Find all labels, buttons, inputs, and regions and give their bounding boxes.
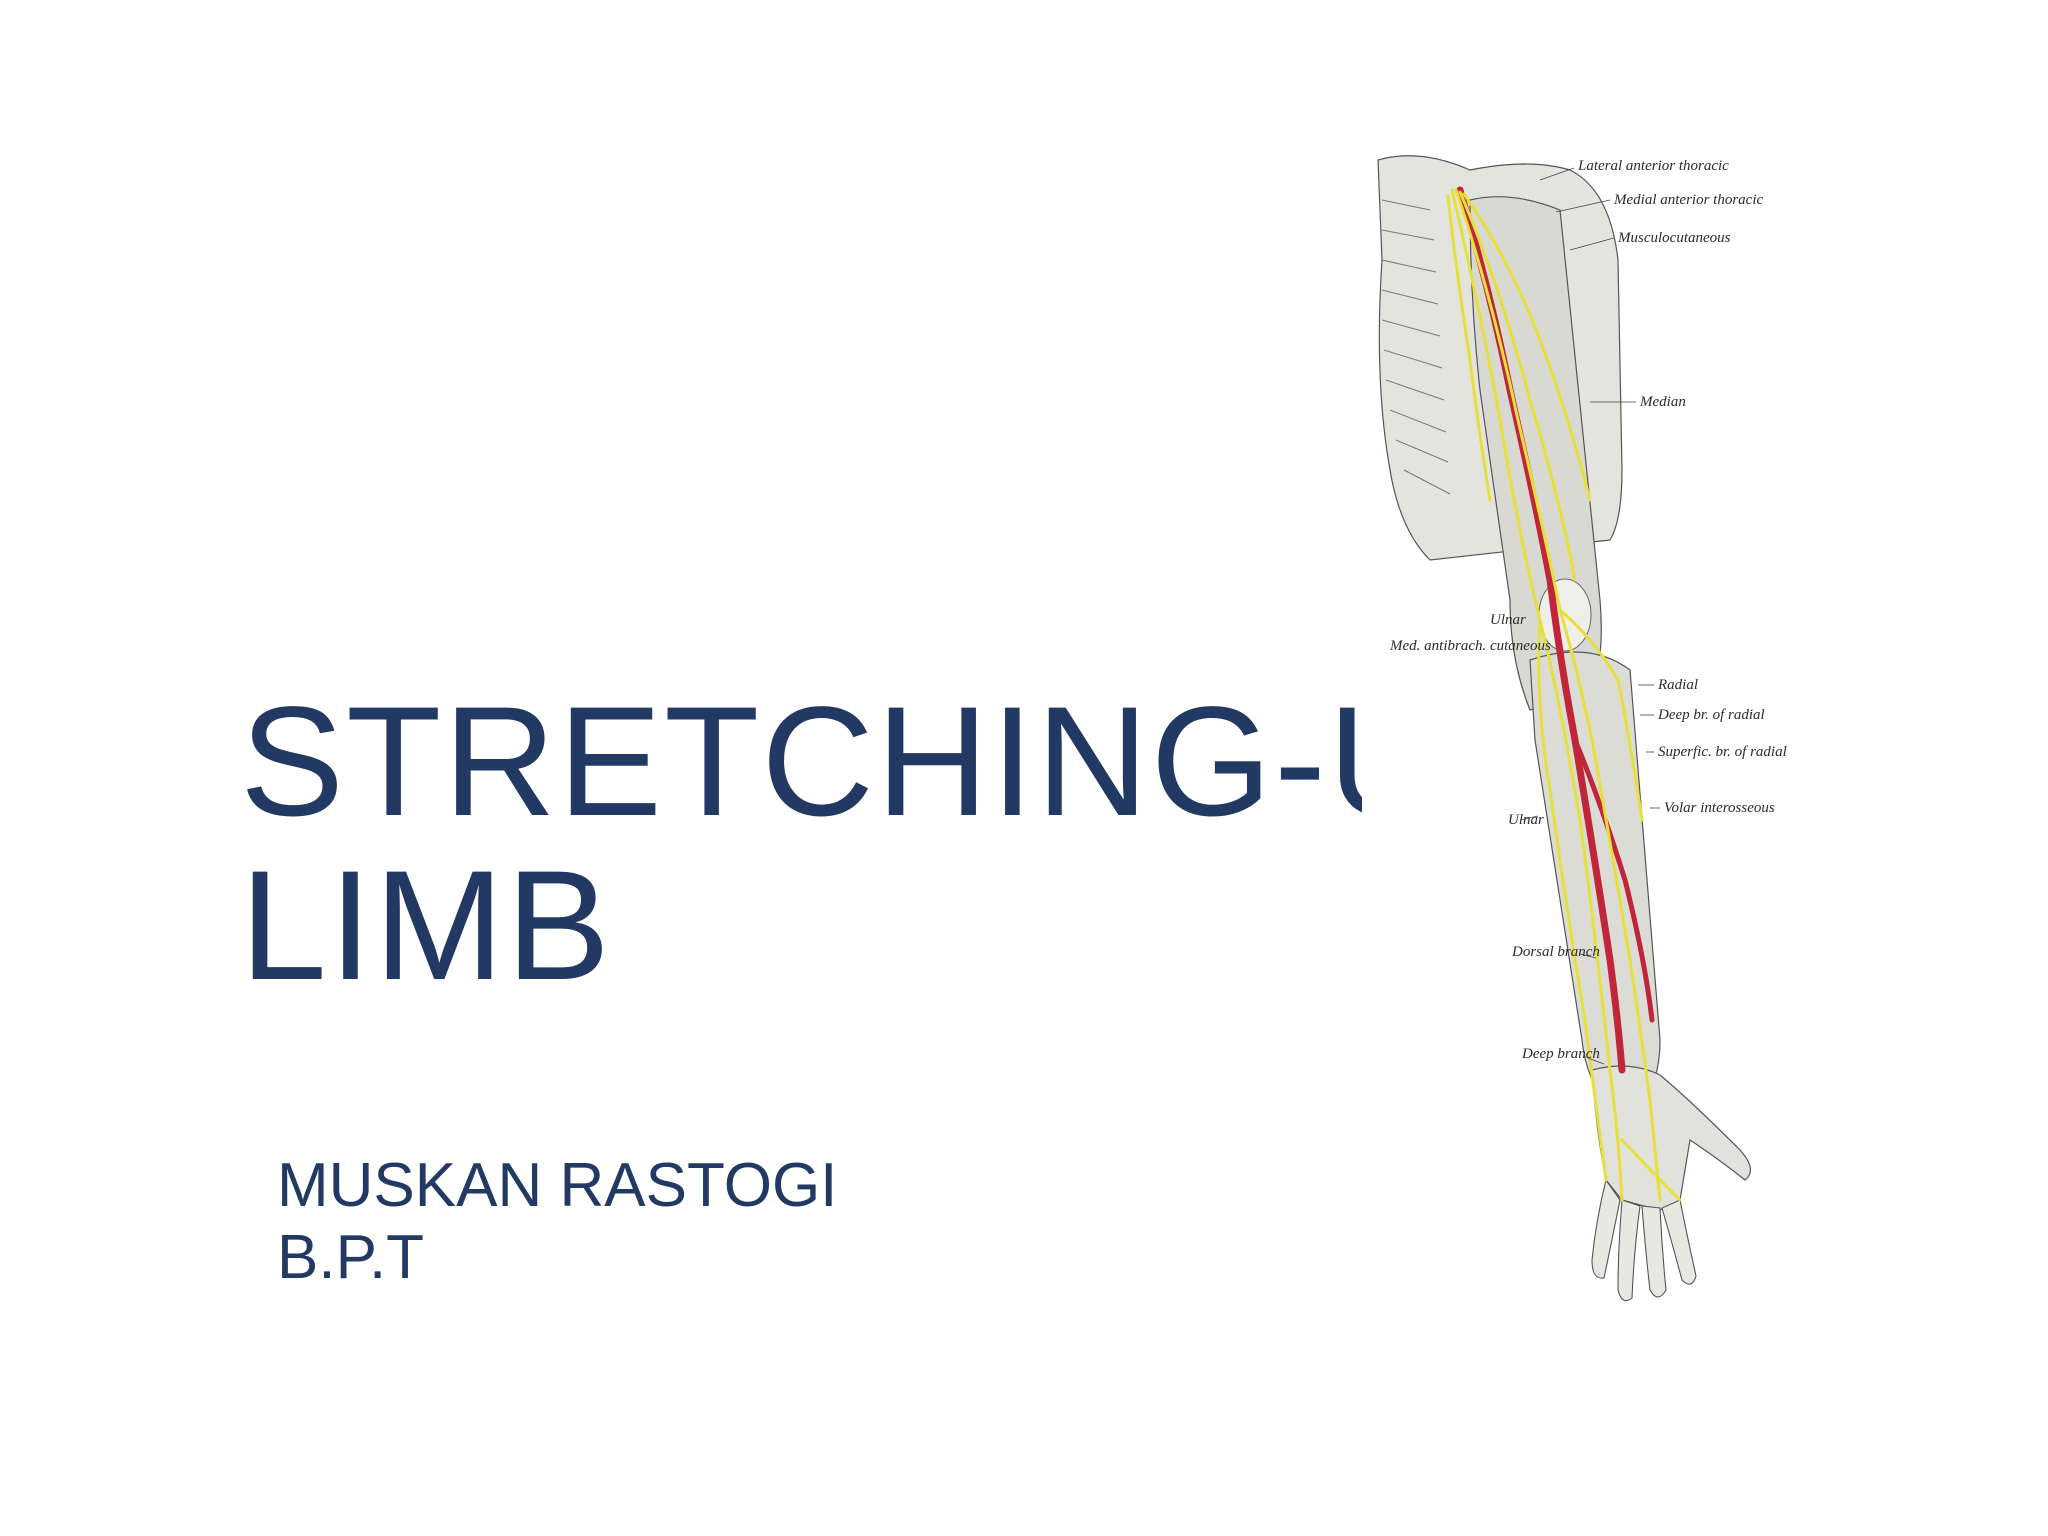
label-radial: Radial	[1657, 677, 1698, 693]
title-line-2: LIMB	[240, 839, 613, 1010]
label-lateral-anterior-thoracic: Lateral anterior thoracic	[1577, 158, 1729, 174]
label-ulnar-lower: Ulnar	[1508, 812, 1544, 828]
label-ulnar-upper: Ulnar	[1490, 612, 1526, 628]
label-med-antibrach-cutaneous: Med. antibrach. cutaneous	[1389, 638, 1551, 654]
label-musculocutaneous: Musculocutaneous	[1617, 230, 1731, 246]
slide-title: STRETCHING-UPPER LIMB	[240, 680, 1362, 1010]
label-deep-br-of-radial: Deep br. of radial	[1657, 707, 1765, 723]
label-volar-interosseous: Volar interosseous	[1664, 800, 1775, 816]
label-superfic-br-of-radial: Superfic. br. of radial	[1658, 744, 1787, 760]
slide-subtitle: MUSKAN RASTOGI B.P.T	[277, 1150, 977, 1294]
label-medial-anterior-thoracic: Medial anterior thoracic	[1613, 192, 1763, 208]
arm-nerve-anatomy-illustration: Lateral anterior thoracic Medial anterio…	[1360, 140, 1820, 1320]
arm-anatomy-drawing: Lateral anterior thoracic Medial anterio…	[1377, 155, 1787, 1302]
author-name: MUSKAN RASTOGI	[277, 1151, 838, 1220]
author-degree: B.P.T	[277, 1223, 425, 1292]
title-line-1: STRETCHING-UPPER	[240, 680, 1362, 849]
label-dorsal-branch: Dorsal branch	[1511, 944, 1600, 960]
label-deep-branch: Deep branch	[1521, 1046, 1600, 1062]
label-median: Median	[1639, 394, 1686, 410]
